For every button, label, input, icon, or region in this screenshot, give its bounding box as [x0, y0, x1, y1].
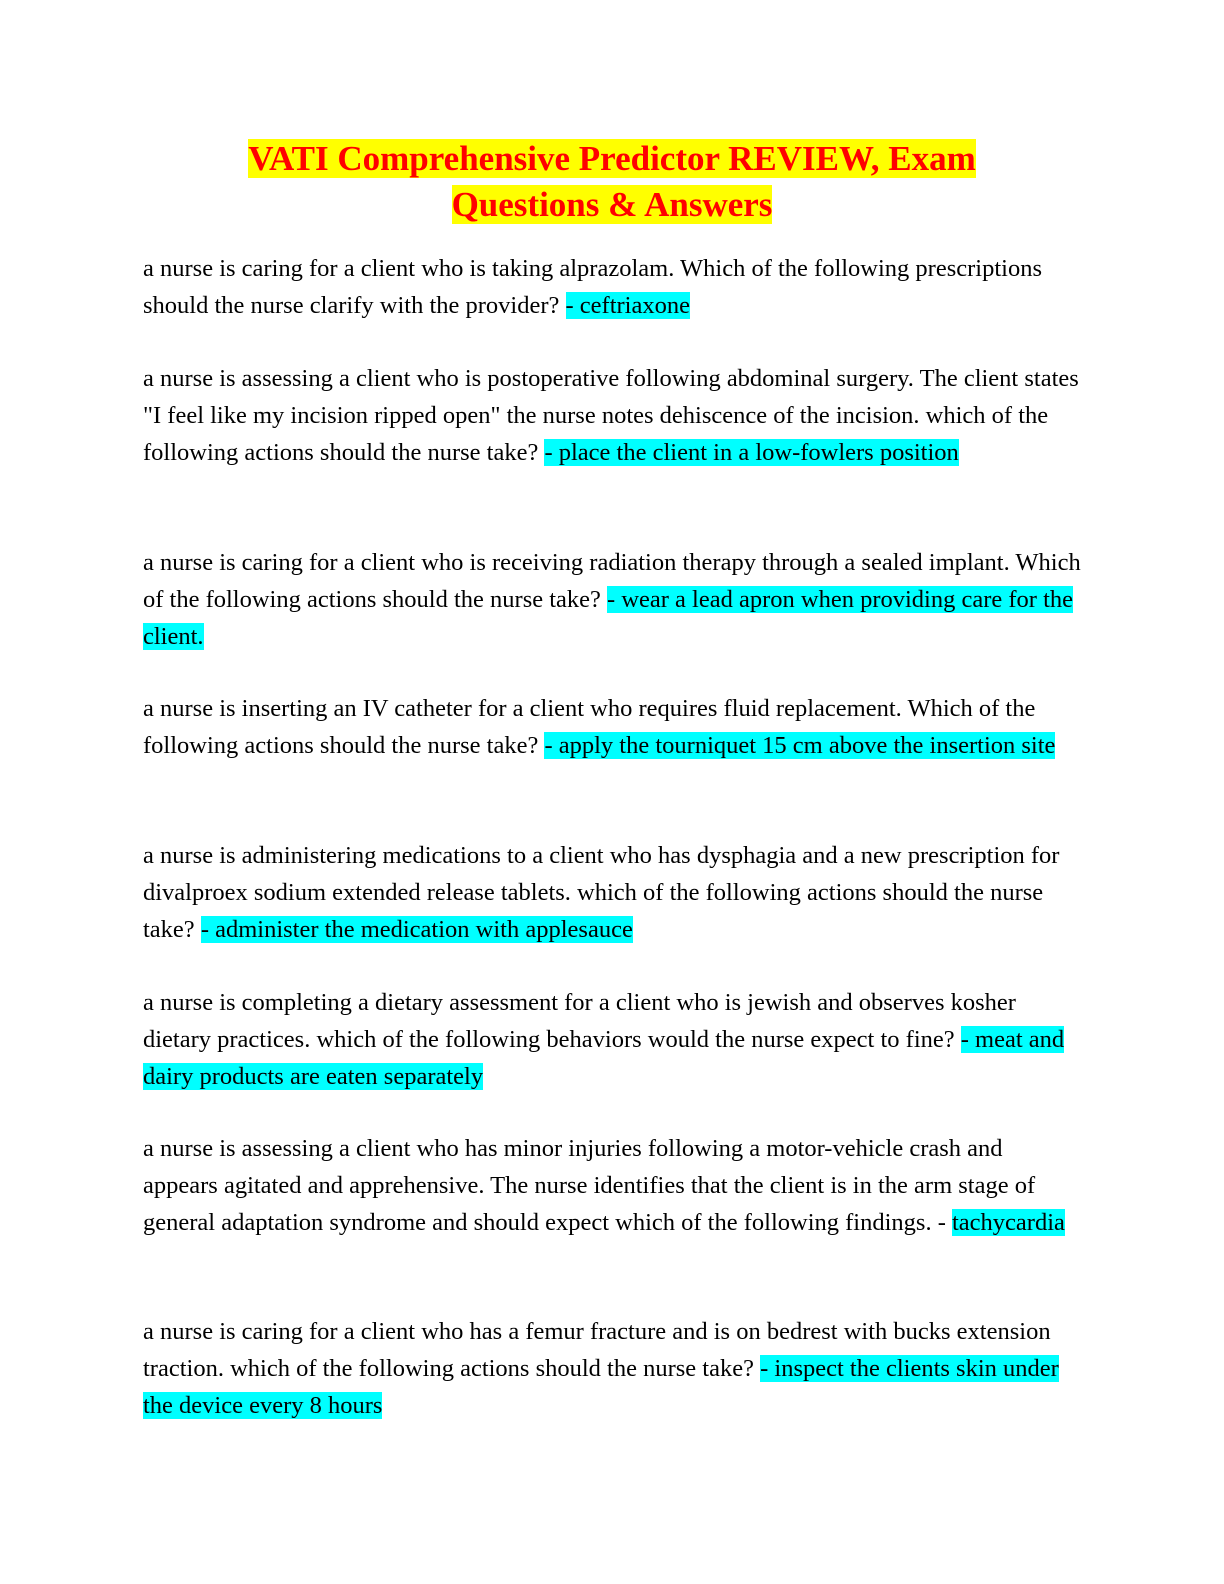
qa-item: a nurse is caring for a client who has a…	[143, 1313, 1083, 1424]
question-text: a nurse is caring for a client who is ta…	[143, 255, 1042, 319]
answer-text: - place the client in a low-fowlers posi…	[544, 439, 959, 466]
title-line-2: Questions & Answers	[451, 185, 773, 224]
qa-item: a nurse is completing a dietary assessme…	[143, 984, 1083, 1095]
question-text: a nurse is completing a dietary assessme…	[143, 989, 1016, 1053]
answer-text: tachycardia	[951, 1209, 1065, 1236]
title-line-1: VATI Comprehensive Predictor REVIEW, Exa…	[248, 139, 976, 178]
document-title: VATI Comprehensive Predictor REVIEW, Exa…	[0, 136, 1224, 228]
answer-text: - administer the medication with applesa…	[200, 916, 633, 943]
question-text: a nurse is caring for a client who is re…	[143, 549, 1081, 613]
qa-item: a nurse is inserting an IV catheter for …	[143, 690, 1083, 764]
question-text: a nurse is inserting an IV catheter for …	[143, 695, 1036, 759]
qa-item: a nurse is administering medications to …	[143, 837, 1083, 948]
qa-item: a nurse is assessing a client who has mi…	[143, 1130, 1083, 1241]
answer-text: - apply the tourniquet 15 cm above the i…	[544, 732, 1056, 759]
answer-text: - ceftriaxone	[565, 292, 690, 319]
question-text: a nurse is assessing a client who is pos…	[143, 365, 1079, 466]
qa-item: a nurse is caring for a client who is re…	[143, 544, 1083, 655]
question-text: a nurse is assessing a client who has mi…	[143, 1135, 1036, 1236]
question-text: a nurse is administering medications to …	[143, 842, 1060, 943]
question-text: a nurse is caring for a client who has a…	[143, 1318, 1051, 1382]
qa-item: a nurse is caring for a client who is ta…	[143, 250, 1083, 324]
qa-item: a nurse is assessing a client who is pos…	[143, 360, 1083, 471]
